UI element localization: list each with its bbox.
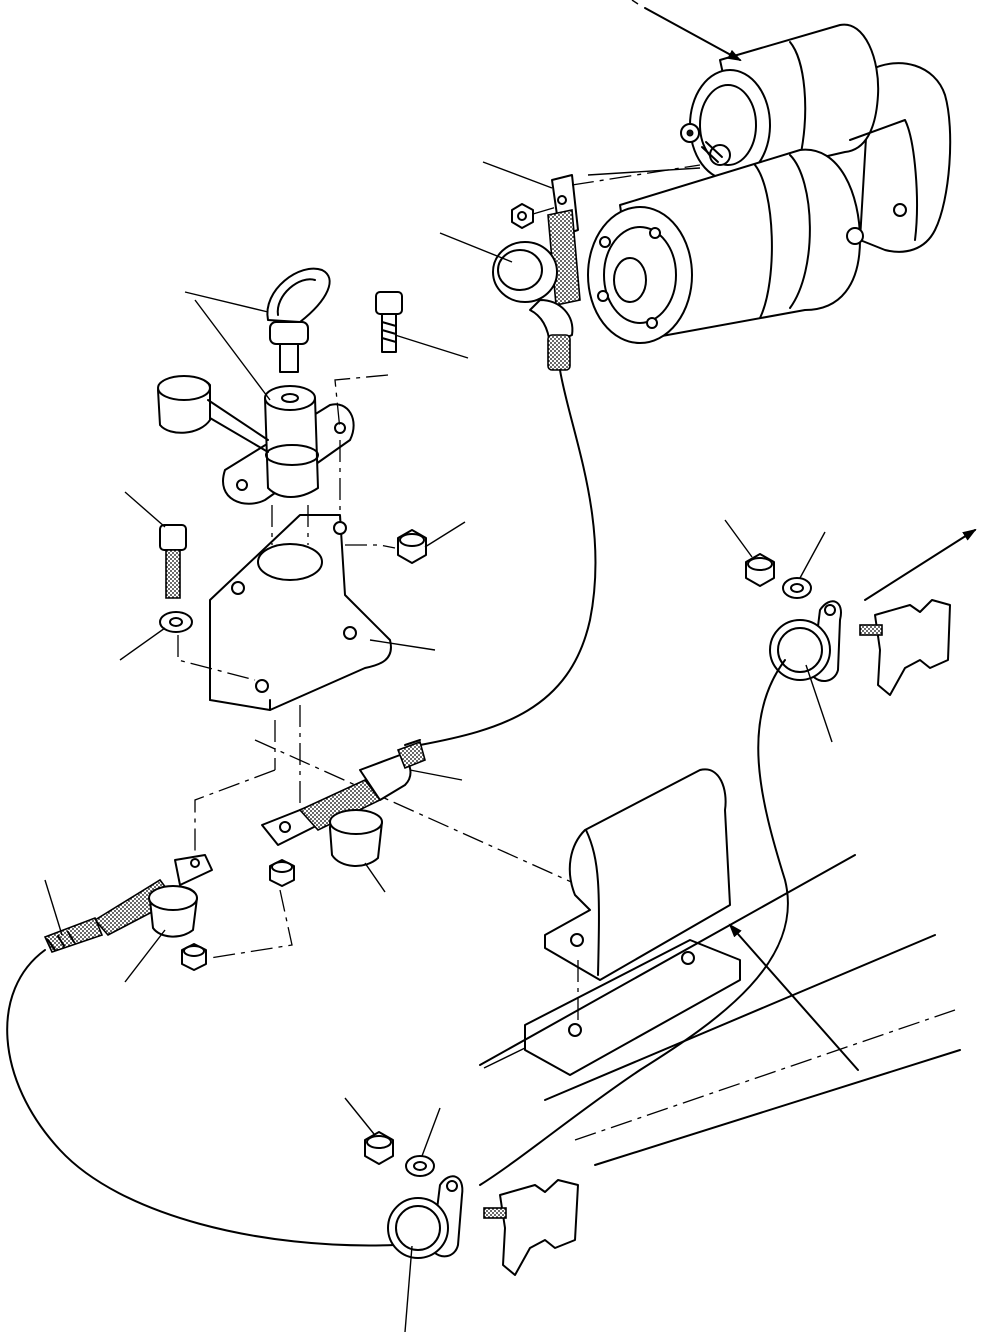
leader-line	[587, 167, 701, 176]
leader-line	[439, 232, 513, 263]
callout-leaders	[44, 0, 833, 1332]
washer	[405, 1155, 435, 1177]
ground-cable	[6, 949, 396, 1247]
washer	[159, 611, 193, 633]
leader-line	[394, 334, 469, 359]
chassis-reference	[594, 1049, 961, 1166]
chassis-reference	[479, 854, 856, 1066]
assembly-line	[532, 205, 561, 215]
support-plate	[524, 768, 741, 1076]
leader-line	[344, 1097, 375, 1135]
assembly-line	[177, 635, 256, 681]
dust-cap	[157, 375, 269, 453]
assembly-line	[209, 889, 293, 959]
main-cable	[419, 369, 597, 746]
leader-line	[364, 862, 386, 893]
leader-line	[44, 879, 63, 936]
leader-line	[631, 0, 639, 5]
arrow-to-frame	[864, 528, 977, 601]
cable-terminal	[261, 739, 426, 846]
bolt	[159, 524, 187, 599]
ground-cable	[479, 659, 789, 1186]
flange-nut	[745, 553, 775, 587]
leader-line	[124, 929, 166, 983]
leader-line	[184, 291, 269, 313]
leader-line	[194, 299, 271, 401]
battery-disconnect-switch	[222, 385, 355, 505]
leader-line	[409, 769, 463, 781]
flange-nut	[397, 529, 427, 564]
leader-line	[404, 1245, 413, 1332]
assembly-line	[571, 164, 701, 186]
starter-motor	[587, 23, 952, 344]
leader-line	[724, 519, 753, 558]
washer	[782, 577, 812, 599]
leader-line	[119, 627, 166, 661]
assembly-line	[194, 769, 276, 855]
chassis-reference	[483, 1179, 579, 1276]
flange-nut	[364, 1131, 394, 1165]
chassis-reference	[574, 1009, 956, 1141]
flange-nut	[181, 943, 207, 971]
flange-nut	[269, 859, 295, 887]
chassis-reference	[544, 934, 936, 1101]
leader-line	[421, 1107, 441, 1157]
bolt	[375, 291, 403, 353]
terminal-boot	[148, 885, 198, 938]
leader-line	[369, 639, 436, 651]
cable-clamp	[769, 600, 842, 682]
assembly-line	[254, 739, 579, 886]
flange-nut	[511, 203, 534, 229]
cable-clamp	[387, 1175, 464, 1259]
leader-line	[483, 1047, 526, 1069]
arrow-to-starter	[644, 7, 742, 61]
leader-line	[482, 161, 553, 189]
starter-cable-terminal	[492, 174, 581, 371]
leader-line	[124, 491, 166, 528]
switch-mounting-bracket	[209, 514, 392, 711]
terminal-boot	[329, 809, 383, 867]
removable-key	[266, 267, 331, 373]
chassis-reference	[859, 599, 951, 696]
leader-line	[424, 521, 466, 548]
assembly-line	[334, 374, 389, 431]
arrow-to-chassis	[728, 923, 859, 1071]
leader-line	[805, 664, 833, 743]
assembly-line	[345, 544, 396, 549]
leader-line	[799, 531, 826, 579]
